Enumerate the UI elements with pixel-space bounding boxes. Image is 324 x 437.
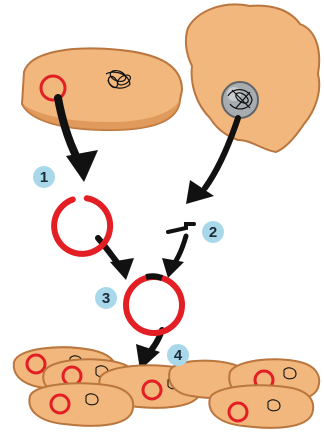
step-badge-1: 1 xyxy=(33,166,55,188)
opened-plasmid-icon xyxy=(52,196,113,256)
step-badge-2: 2 xyxy=(202,221,224,243)
dna-fragment-icon xyxy=(168,224,194,232)
recombinant-plasmid-icon xyxy=(126,276,182,333)
step-badge-4: 4 xyxy=(167,344,189,366)
donor-animal-cell xyxy=(186,4,319,152)
step-label-3: 3 xyxy=(102,290,110,307)
step-label-2: 2 xyxy=(209,224,217,241)
step-badge-3: 3 xyxy=(95,287,117,309)
step-label-4: 4 xyxy=(174,347,183,364)
step-label-1: 1 xyxy=(40,169,48,186)
bacterium-icon xyxy=(209,385,313,428)
transformed-bacteria-group xyxy=(14,347,319,428)
bacterium-icon xyxy=(29,383,133,426)
source-bacterium xyxy=(22,48,182,130)
